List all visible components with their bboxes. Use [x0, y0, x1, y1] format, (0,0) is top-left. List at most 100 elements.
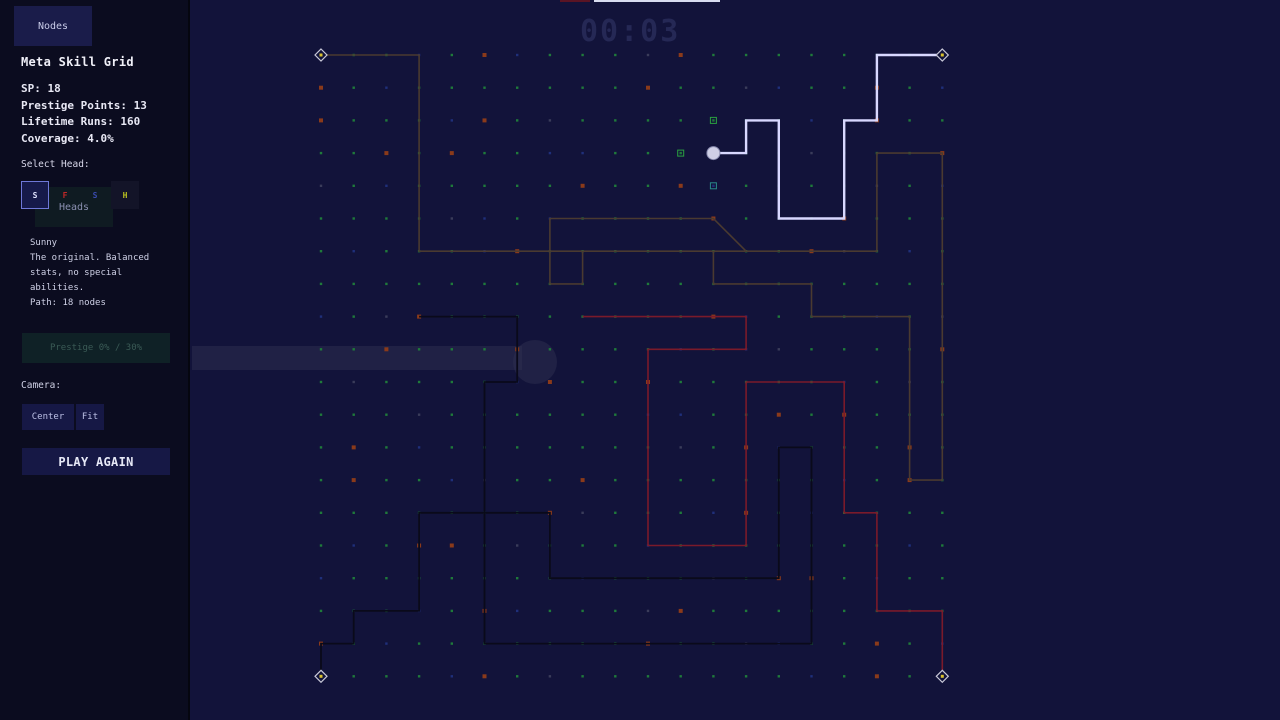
grid-node	[319, 609, 323, 613]
grid-node	[614, 544, 617, 547]
trail-streak	[192, 346, 522, 370]
node-square-icon	[709, 116, 717, 124]
grid-node	[614, 478, 617, 482]
prestige-button[interactable]: Prestige 0% / 30%	[22, 333, 170, 363]
grid-node	[744, 217, 748, 220]
grid-node	[581, 544, 584, 547]
grid-node	[516, 675, 519, 678]
head-button-fire[interactable]: F	[62, 190, 68, 200]
grid-node	[678, 183, 683, 188]
grid-node	[483, 217, 486, 220]
grid-node	[319, 348, 323, 351]
grid-node	[875, 348, 879, 351]
grid-node	[646, 184, 650, 187]
grid-node	[810, 413, 813, 416]
grid-node	[941, 119, 944, 122]
sidebar-tabs: Heads Nodes	[14, 6, 113, 227]
faint-trail	[192, 340, 557, 384]
camera-fit-button[interactable]: Fit	[76, 404, 104, 430]
grid-node	[777, 86, 780, 89]
grid-node	[908, 642, 911, 645]
grid-node	[483, 184, 486, 187]
grid-node	[449, 543, 454, 548]
grid-node	[908, 184, 911, 187]
grid-node	[908, 217, 911, 220]
grid-node	[580, 183, 585, 188]
grid-node	[385, 511, 388, 514]
grid-node	[941, 544, 944, 547]
grid-node	[874, 641, 879, 646]
grid-node	[319, 446, 323, 449]
grid-node	[352, 315, 355, 318]
grid-node	[548, 86, 552, 89]
grid-node	[712, 413, 715, 416]
grid-node	[483, 86, 486, 89]
camera-center-button[interactable]: Center	[22, 404, 74, 430]
grid-node	[777, 348, 780, 351]
grid-node	[744, 609, 748, 613]
grid-specials	[314, 48, 950, 684]
grid-node	[385, 544, 388, 547]
grid-node	[482, 118, 487, 123]
grid-node	[483, 282, 486, 286]
grid-node	[385, 675, 388, 678]
grid-node	[581, 609, 584, 613]
tab-nodes[interactable]: Nodes	[14, 6, 92, 46]
camera-controls: Center Fit	[22, 404, 104, 430]
grid-node	[581, 86, 584, 89]
grid-node	[679, 478, 682, 482]
grid-node	[352, 413, 355, 416]
grid-node	[614, 86, 617, 89]
head-button-sunny[interactable]: S	[21, 181, 49, 209]
play-again-button[interactable]: PLAY AGAIN	[22, 448, 170, 475]
grid-node	[352, 380, 355, 384]
stat-prestige-points: Prestige Points: 13	[21, 98, 147, 112]
grid-node	[646, 609, 650, 613]
grid-node	[581, 119, 584, 122]
grid-node	[450, 86, 453, 89]
sidebar: Heads Nodes Meta Skill Grid SP: 18 Prest…	[0, 0, 190, 720]
grid-node	[581, 511, 584, 514]
player-head-icon	[706, 146, 721, 161]
grid-node	[450, 348, 453, 351]
grid-node	[679, 282, 682, 286]
grid-node	[614, 282, 617, 286]
grid-node	[810, 348, 813, 351]
sunny-path	[713, 53, 943, 220]
grid-node	[482, 674, 487, 679]
grid-node	[908, 511, 911, 514]
grid-node	[516, 53, 519, 57]
stat-sp: SP: 18	[21, 82, 61, 95]
grid-node	[319, 478, 323, 482]
head-button-blue[interactable]: S	[92, 190, 98, 200]
grid-node	[646, 85, 650, 90]
summary-name: Sunny	[30, 238, 58, 248]
grid-node	[777, 315, 780, 318]
grid-node	[581, 348, 584, 351]
grid-node	[548, 315, 552, 318]
grid-node	[352, 151, 355, 155]
grid-node	[646, 119, 650, 122]
grid-node	[941, 86, 944, 89]
grid-node	[843, 675, 846, 678]
grid-node	[319, 544, 323, 547]
grid-node	[516, 217, 519, 220]
grid-node	[417, 446, 421, 449]
grid-node	[941, 577, 944, 580]
grid-node	[744, 86, 748, 89]
grid-node	[810, 184, 813, 187]
grid-node	[516, 151, 519, 155]
grid-node	[548, 119, 552, 122]
grid-node	[450, 282, 453, 286]
grid-node	[874, 674, 879, 679]
grid-node	[810, 86, 813, 89]
grid-node	[712, 380, 715, 384]
grid-node	[744, 184, 748, 187]
grid-node	[352, 217, 355, 220]
grid-node	[351, 478, 356, 483]
head-button-yellow[interactable]: H	[111, 181, 139, 209]
corner-core	[319, 674, 323, 678]
grid-node	[516, 119, 519, 122]
grid-node	[516, 609, 519, 613]
